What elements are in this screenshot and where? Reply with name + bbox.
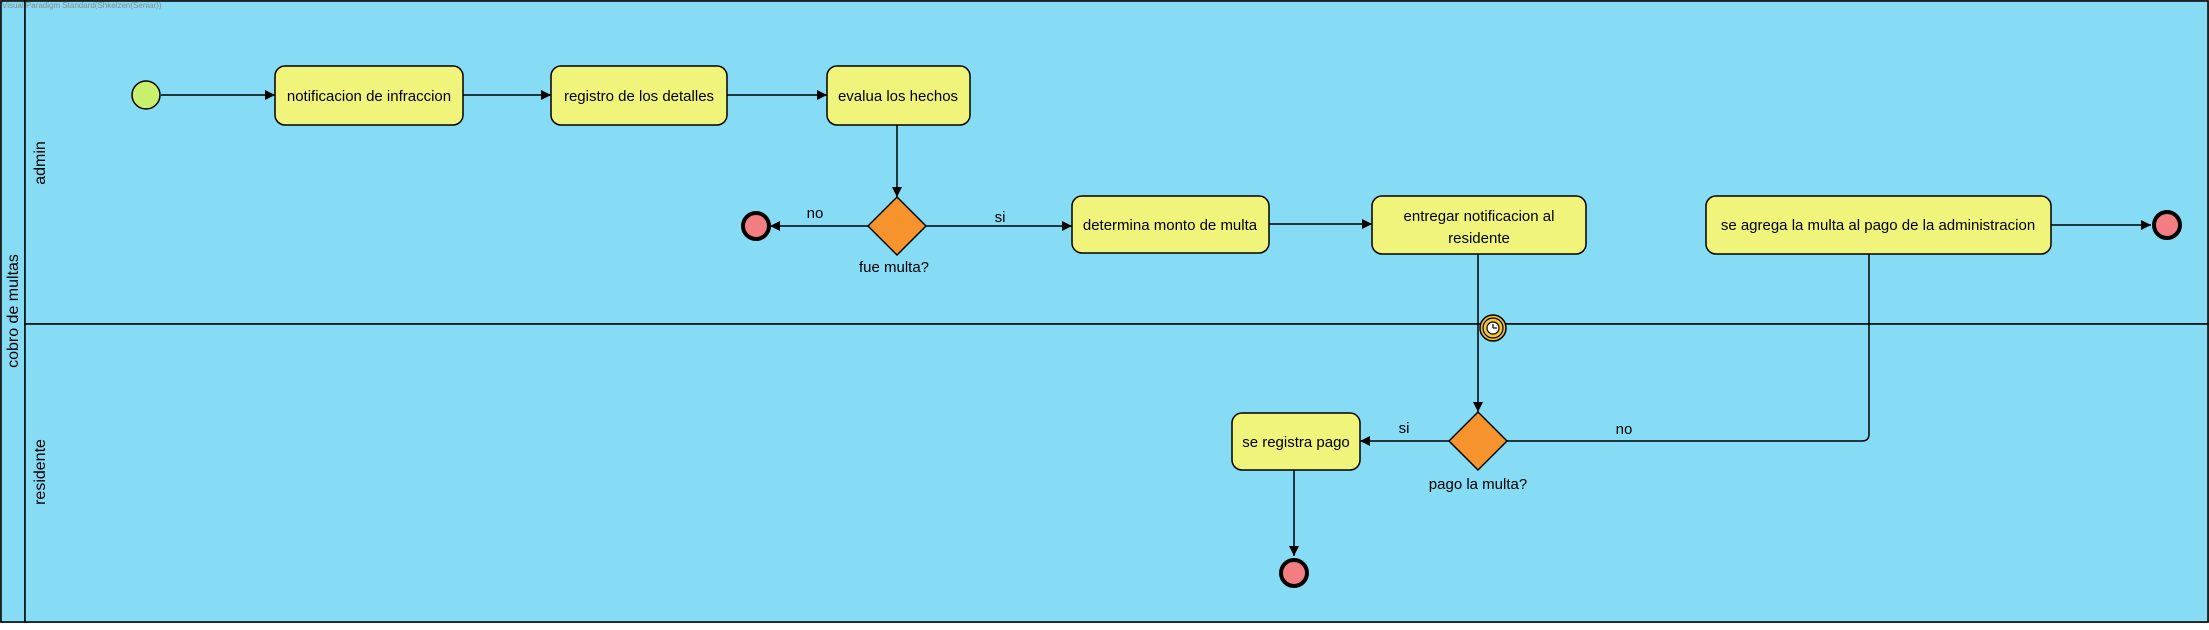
lane-residente-body xyxy=(24,323,2209,623)
task-label-line-1: entregar notificacion al xyxy=(1404,208,1555,225)
sequence-flows xyxy=(161,90,2151,556)
task-determina-monto-de-multa[interactable]: determina monto de multa xyxy=(1071,195,1270,254)
task-label: se agrega la multa al pago de la adminis… xyxy=(1721,217,2035,234)
gateway-fue-multa[interactable]: fue multa? xyxy=(859,195,929,276)
gateway-fue-multa-shape xyxy=(866,195,928,257)
lane-admin-body xyxy=(24,0,2209,325)
end-event-admin[interactable] xyxy=(2152,210,2182,240)
pool-header xyxy=(0,0,26,623)
lane-residente-label: residente xyxy=(32,439,49,505)
flow-labels: no si si no xyxy=(807,205,1633,438)
task-label: evalua los hechos xyxy=(838,88,958,105)
end-event-residente[interactable] xyxy=(1279,558,1309,588)
gateway-pago-la-multa[interactable]: pago la multa? xyxy=(1429,410,1527,493)
flow-label-no-2: no xyxy=(1616,421,1633,438)
gateway-pago-la-multa-shape xyxy=(1447,410,1509,472)
task-label: se registra pago xyxy=(1242,434,1350,451)
start-event[interactable] xyxy=(131,80,161,110)
events xyxy=(131,80,2182,588)
task-box xyxy=(1371,195,1587,255)
gateway-fue-multa-label: fue multa? xyxy=(859,259,929,276)
flow-label-si-2: si xyxy=(1399,420,1410,437)
gateway-pago-la-multa-label: pago la multa? xyxy=(1429,476,1527,493)
task-box xyxy=(274,65,464,126)
gateways: fue multa? pago la multa? xyxy=(859,195,1527,493)
task-box xyxy=(826,65,971,126)
task-label: determina monto de multa xyxy=(1083,217,1258,234)
end-event-no-fine[interactable] xyxy=(741,211,771,241)
task-registro-de-los-detalles[interactable]: registro de los detalles xyxy=(550,65,728,126)
pool-label: cobro de multas xyxy=(5,254,22,368)
task-label: registro de los detalles xyxy=(564,88,714,105)
task-label-line-2: residente xyxy=(1448,230,1510,247)
tasks: notificacion de infraccion registro de l… xyxy=(274,65,2052,471)
task-notificacion-de-infraccion[interactable]: notificacion de infraccion xyxy=(274,65,464,126)
task-se-agrega-la-multa[interactable]: se agrega la multa al pago de la adminis… xyxy=(1705,195,2052,255)
task-label: notificacion de infraccion xyxy=(287,88,451,105)
lane-admin-label: admin xyxy=(32,141,49,185)
watermark: Visual Paradigm Standard(Shkelzen(Seniar… xyxy=(2,1,162,10)
task-evalua-los-hechos[interactable]: evalua los hechos xyxy=(826,65,971,126)
task-box xyxy=(1705,195,2052,255)
flow-g2-to-t6 xyxy=(1507,228,1874,442)
lane-residente: residente xyxy=(24,323,2209,623)
task-se-registra-pago[interactable]: se registra pago xyxy=(1231,412,1361,471)
flow-label-no-1: no xyxy=(807,205,824,222)
task-entregar-notificacion[interactable]: entregar notificacion al residente xyxy=(1371,195,1587,255)
task-box xyxy=(1231,412,1361,471)
task-box xyxy=(550,65,728,126)
flow-label-si-1: si xyxy=(995,209,1006,226)
timer-event[interactable] xyxy=(1479,314,1507,342)
task-box xyxy=(1071,195,1270,254)
timer-event-inner xyxy=(1482,317,1504,339)
lane-admin: admin xyxy=(24,0,2209,325)
